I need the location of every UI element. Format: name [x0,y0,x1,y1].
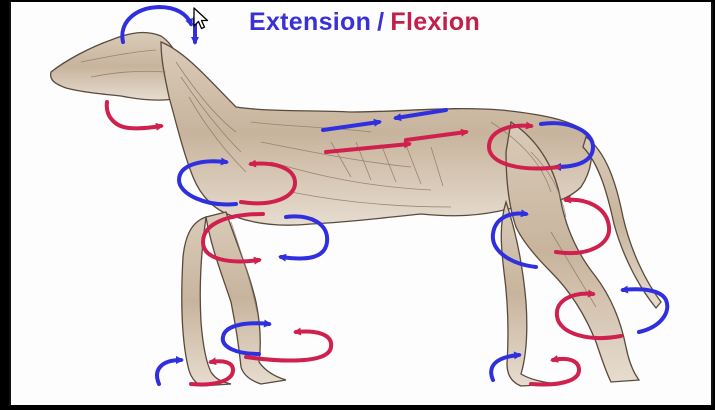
dog-muscle-diagram [11,2,711,405]
hock-extension-arrow [623,289,667,332]
jaw-flexion-arrow [107,102,161,128]
front-paw-extension-arrow [157,360,181,384]
slide: Extension/Flexion [9,2,713,405]
mouse-pointer-icon [192,7,210,31]
